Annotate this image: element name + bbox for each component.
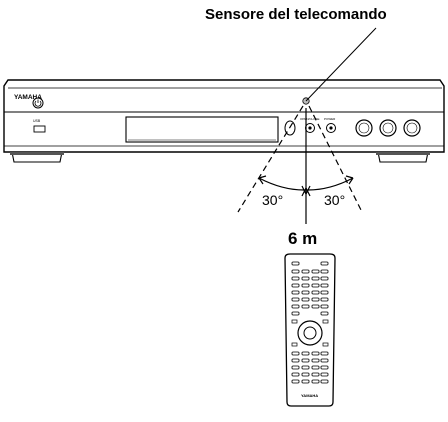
angle-right-label: 30° <box>324 192 346 208</box>
remote-bottom-buttons <box>291 351 329 384</box>
open-close-label: OPEN/CLOSE <box>300 117 320 121</box>
cone-left-edge <box>237 105 304 213</box>
play-button[interactable] <box>355 119 373 137</box>
player: YAMAHA USB OPEN/CLOSE POWER <box>3 79 445 163</box>
remote-brand: YAMAHA <box>301 393 318 398</box>
player-body <box>3 79 445 153</box>
stop-button[interactable] <box>403 119 421 137</box>
usb-label: USB <box>33 119 41 123</box>
sensor-leader-line <box>305 27 377 102</box>
usb-port <box>33 125 46 133</box>
remote-control: YAMAHA <box>284 253 336 407</box>
pause-button[interactable] <box>379 119 397 137</box>
angle-arc-right <box>307 177 354 191</box>
disc-tray <box>125 116 279 143</box>
power-icon <box>34 99 42 107</box>
sensor-label: Sensore del telecomando <box>205 6 387 23</box>
player-brand: YAMAHA <box>14 94 42 101</box>
angle-left-label: 30° <box>262 192 284 208</box>
distance-label: 6 m <box>288 229 318 248</box>
remote-top-buttons <box>291 261 329 316</box>
angle-arc-left <box>258 177 305 191</box>
power-label: POWER <box>324 117 336 121</box>
remote-enter-button <box>303 326 317 340</box>
reception-cone <box>237 105 363 224</box>
